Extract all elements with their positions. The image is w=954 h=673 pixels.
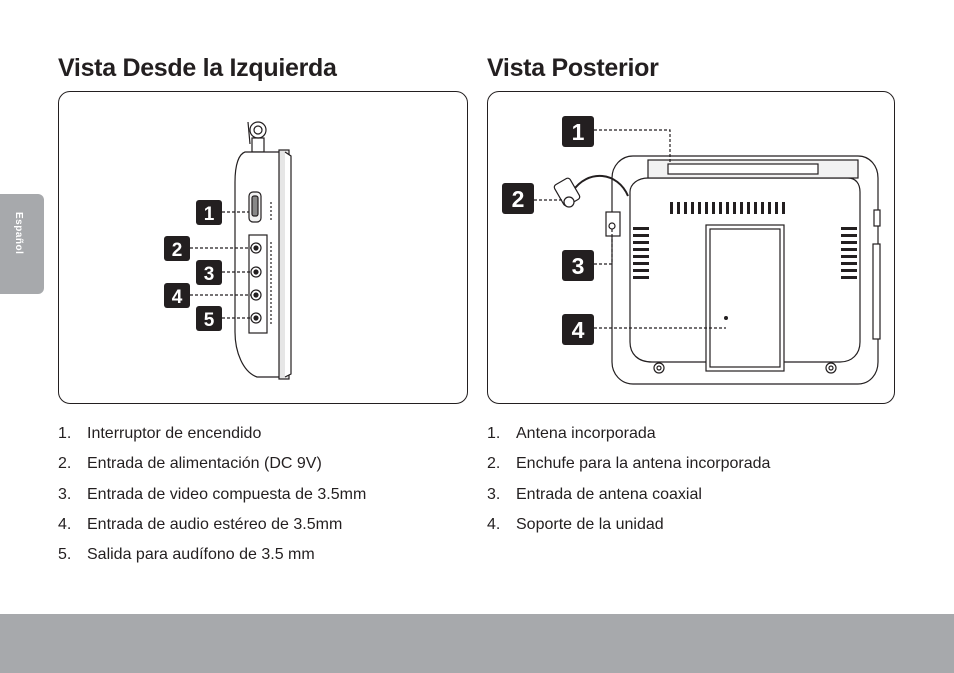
- rear-vent-slots: [633, 202, 857, 279]
- list-item-text: Antena incorporada: [516, 425, 656, 442]
- left-view-title: Vista Desde la Izquierda: [58, 54, 337, 82]
- device-side-illustration: [234, 149, 292, 380]
- callout-3-label: 3: [204, 264, 215, 285]
- left-leader-lines: [190, 211, 251, 319]
- antenna-plug-illustration: [553, 175, 629, 237]
- rear-device-illustration: 1 2 3 4: [502, 116, 881, 385]
- list-item-text: Entrada de alimentación (DC 9V): [87, 455, 322, 473]
- list-item: 2. Enchufe para la antena incorporada: [487, 455, 770, 485]
- list-item-number: 1.: [58, 425, 72, 442]
- list-item-text: Soporte de la unidad: [516, 515, 664, 533]
- list-item: 4. Soporte de la unidad: [487, 516, 770, 546]
- left-view-legend: 1. Interruptor de encendido 2. Entrada de …: [58, 425, 366, 576]
- callout-2: 2: [164, 236, 190, 261]
- callout-4-label: 4: [172, 287, 183, 308]
- rear-callout-3: 3: [562, 250, 594, 281]
- device-rear-illustration: [611, 155, 881, 385]
- list-item: 1. Antena incorporada: [487, 425, 770, 455]
- rear-callout-2-label: 2: [512, 186, 525, 212]
- rear-callout-2: 2: [502, 183, 534, 214]
- callout-5: 5: [196, 306, 222, 331]
- rear-view-figure: 1 2 3 4: [487, 91, 895, 404]
- stand-marker: [724, 316, 728, 320]
- list-item: 5. Salida para audífono de 3.5 mm: [58, 546, 366, 576]
- list-item-text: Entrada de video compuesta de 3.5mm: [87, 485, 367, 503]
- rear-view-legend: 1. Antena incorporada 2. Enchufe para la a…: [487, 425, 770, 546]
- footer-bar: [0, 614, 954, 673]
- left-side-device-illustration: 1 2 3 4 5: [164, 121, 292, 380]
- rear-callout-3-label: 3: [572, 253, 585, 279]
- list-item: 2. Entrada de alimentación (DC 9V): [58, 455, 366, 485]
- list-item-text: Entrada de antena coaxial: [516, 485, 702, 503]
- callout-2-label: 2: [172, 240, 183, 261]
- list-item: 3. Entrada de antena coaxial: [487, 486, 770, 516]
- rear-callout-1-label: 1: [572, 119, 585, 145]
- rear-callout-1: 1: [562, 116, 594, 147]
- list-item-text: Enchufe para la antena incorporada: [516, 455, 771, 473]
- list-item-number: 4.: [487, 515, 501, 533]
- callout-1: 1: [196, 200, 222, 225]
- list-item-text: Interruptor de encendido: [87, 425, 262, 442]
- antenna-tip-illustration: [247, 121, 267, 153]
- callout-1-label: 1: [204, 204, 215, 225]
- list-item-number: 2.: [58, 455, 72, 473]
- list-item-number: 1.: [487, 425, 501, 442]
- rear-callout-4-label: 4: [572, 317, 585, 343]
- rear-leader-lines: [534, 129, 726, 329]
- callout-4: 4: [164, 283, 190, 308]
- list-item-text: Entrada de audio estéreo de 3.5mm: [87, 515, 343, 533]
- list-item-number: 4.: [58, 515, 72, 533]
- list-item: 1. Interruptor de encendido: [58, 425, 366, 455]
- language-tab: Español: [0, 194, 44, 294]
- left-view-figure: 1 2 3 4 5: [58, 91, 468, 404]
- list-item-number: 3.: [58, 485, 72, 503]
- rear-view-title: Vista Posterior: [487, 54, 659, 82]
- list-item-number: 2.: [487, 455, 501, 473]
- list-item: 4. Entrada de audio estéreo de 3.5mm: [58, 516, 366, 546]
- list-item-number: 5.: [58, 546, 72, 564]
- rear-callout-4: 4: [562, 314, 594, 345]
- list-item: 3. Entrada de video compuesta de 3.5mm: [58, 486, 366, 516]
- callout-5-label: 5: [204, 310, 215, 331]
- callout-3: 3: [196, 260, 222, 285]
- list-item-text: Salida para audífono de 3.5 mm: [87, 546, 315, 564]
- language-tab-label: Español: [13, 212, 24, 255]
- list-item-number: 3.: [487, 485, 501, 503]
